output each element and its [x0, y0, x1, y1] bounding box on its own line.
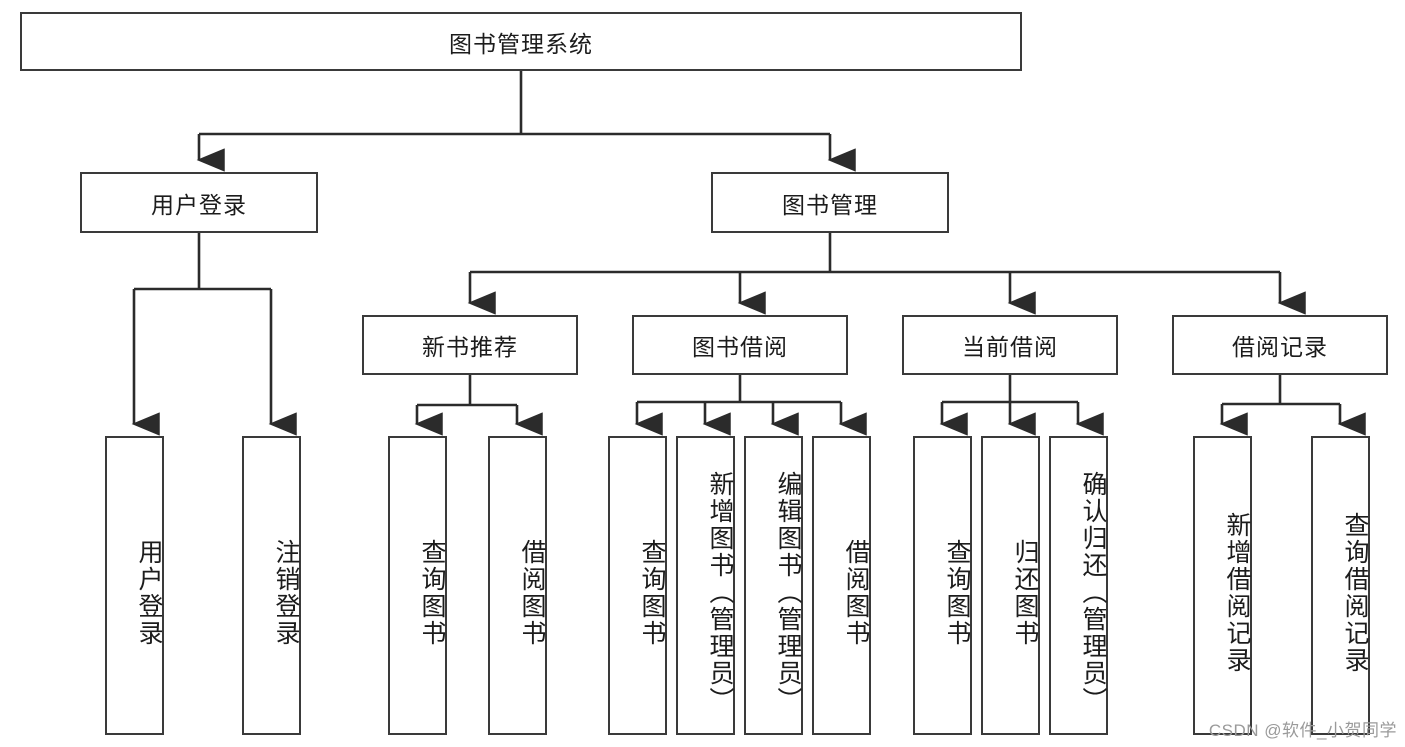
node-leaf-query-book-2-label: 查询图书 [638, 538, 666, 647]
node-leaf-query-record[interactable]: 查询借阅记录 [1311, 436, 1370, 735]
node-leaf-query-book-1-label: 查询图书 [418, 538, 446, 647]
node-leaf-user-login[interactable]: 用户登录 [105, 436, 164, 735]
node-leaf-logout-label: 注销登录 [272, 538, 300, 647]
node-borrow-record[interactable]: 借阅记录 [1172, 315, 1388, 375]
node-book-management-label: 图书管理 [782, 191, 878, 218]
node-leaf-add-book[interactable]: 新增图书（管理员） [676, 436, 735, 735]
node-borrow-record-label: 借阅记录 [1232, 334, 1328, 360]
node-leaf-query-book-3[interactable]: 查询图书 [913, 436, 972, 735]
node-leaf-return-book-label: 归还图书 [1011, 538, 1039, 647]
node-new-book-recommend[interactable]: 新书推荐 [362, 315, 578, 375]
node-new-book-recommend-label: 新书推荐 [422, 334, 518, 360]
node-leaf-add-book-label: 新增图书（管理员） [706, 471, 734, 714]
node-leaf-query-book-2[interactable]: 查询图书 [608, 436, 667, 735]
node-leaf-edit-book[interactable]: 编辑图书（管理员） [744, 436, 803, 735]
node-book-borrow[interactable]: 图书借阅 [632, 315, 848, 375]
node-leaf-edit-book-label: 编辑图书（管理员） [774, 471, 802, 714]
node-book-borrow-label: 图书借阅 [692, 334, 788, 360]
node-leaf-add-record[interactable]: 新增借阅记录 [1193, 436, 1252, 735]
node-leaf-query-book-1[interactable]: 查询图书 [388, 436, 447, 735]
node-root[interactable]: 图书管理系统 [20, 12, 1022, 71]
node-leaf-user-login-label: 用户登录 [135, 538, 163, 647]
node-leaf-borrow-book-1[interactable]: 借阅图书 [488, 436, 547, 735]
node-leaf-query-book-3-label: 查询图书 [943, 538, 971, 647]
watermark-text: CSDN @软件_小贺同学 [1208, 721, 1397, 740]
node-leaf-borrow-book-1-label: 借阅图书 [518, 538, 546, 647]
node-book-management[interactable]: 图书管理 [711, 172, 949, 233]
node-current-borrow-label: 当前借阅 [962, 334, 1058, 360]
node-user-login-label: 用户登录 [151, 191, 247, 218]
node-leaf-query-record-label: 查询借阅记录 [1341, 511, 1369, 674]
node-leaf-logout[interactable]: 注销登录 [242, 436, 301, 735]
node-leaf-add-record-label: 新增借阅记录 [1223, 511, 1251, 674]
node-leaf-borrow-book-2[interactable]: 借阅图书 [812, 436, 871, 735]
node-root-label: 图书管理系统 [449, 30, 593, 57]
node-current-borrow[interactable]: 当前借阅 [902, 315, 1118, 375]
node-leaf-return-book[interactable]: 归还图书 [981, 436, 1040, 735]
node-leaf-borrow-book-2-label: 借阅图书 [842, 538, 870, 647]
node-leaf-confirm-return-label: 确认归还（管理员） [1079, 471, 1107, 714]
node-leaf-confirm-return[interactable]: 确认归还（管理员） [1049, 436, 1108, 735]
node-user-login[interactable]: 用户登录 [80, 172, 318, 233]
